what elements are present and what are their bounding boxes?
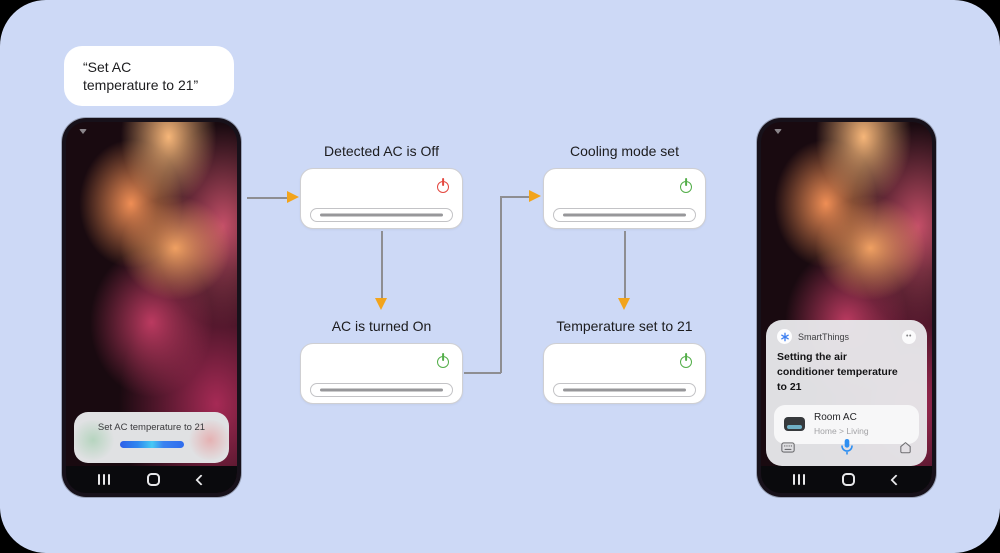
smartthings-logo-icon xyxy=(777,329,792,344)
power-icon xyxy=(436,353,450,368)
assistant-wave-indicator xyxy=(119,441,184,448)
back-icon[interactable] xyxy=(890,473,902,486)
phone-left-screen: Set AC temperature to 21 xyxy=(66,122,237,493)
ac-vent xyxy=(553,208,696,222)
smartthings-panel: SmartThings •• Setting the air condition… xyxy=(766,320,927,466)
power-icon xyxy=(436,178,450,193)
arrow-line-step3-to-step4 xyxy=(624,231,626,299)
flow-step-2 xyxy=(300,343,463,404)
home-icon[interactable] xyxy=(146,473,160,486)
more-icon[interactable]: •• xyxy=(902,329,916,344)
assistant-listening-card: Set AC temperature to 21 xyxy=(74,412,229,463)
flow-step-3 xyxy=(543,168,706,229)
flow-label-4: Temperature set to 21 xyxy=(556,318,693,334)
back-icon[interactable] xyxy=(195,473,207,486)
assistant-glow-left xyxy=(74,420,116,460)
arrow-line-phone-to-step1 xyxy=(247,197,288,199)
assistant-command-text: Set AC temperature to 21 xyxy=(97,422,206,433)
recents-icon[interactable] xyxy=(98,474,110,485)
house-icon[interactable] xyxy=(898,440,913,455)
flow-step-4 xyxy=(543,343,706,404)
connector-step3-h xyxy=(500,196,530,198)
wifi-icon xyxy=(774,129,782,134)
arrowhead-step1 xyxy=(287,191,299,203)
assistant-glow-right xyxy=(187,420,229,460)
voice-command-line1: “Set AC xyxy=(83,59,132,75)
voice-command-line2: temperature to 21” xyxy=(83,77,199,94)
keyboard-icon[interactable] xyxy=(780,441,796,454)
device-location: Home > Living xyxy=(814,425,869,436)
arrowhead-step2 xyxy=(375,298,387,310)
smartthings-status-text: Setting the air conditioner temperature … xyxy=(777,351,898,394)
phone-right-screen: SmartThings •• Setting the air condition… xyxy=(761,122,932,493)
phone-left: Set AC temperature to 21 xyxy=(62,118,241,497)
device-name: Room AC xyxy=(814,412,857,424)
power-icon xyxy=(679,178,693,193)
arrowhead-step4 xyxy=(618,298,630,310)
flow-step-1 xyxy=(300,168,463,229)
power-icon xyxy=(679,353,693,368)
arrow-line-step1-to-step2 xyxy=(381,231,383,299)
phone-right: SmartThings •• Setting the air condition… xyxy=(757,118,936,497)
ac-device-icon xyxy=(784,417,805,432)
flow-label-3: Cooling mode set xyxy=(570,143,679,159)
arrowhead-step3 xyxy=(529,190,541,202)
connector-step2-h xyxy=(464,372,501,374)
mic-icon[interactable] xyxy=(839,437,855,457)
smartthings-app-name: SmartThings xyxy=(798,331,850,342)
connector-step2-v xyxy=(500,196,502,373)
ac-vent xyxy=(310,208,453,222)
ac-vent xyxy=(310,383,453,397)
device-card-room-ac[interactable]: Room AC Home > Living xyxy=(774,404,919,444)
wifi-icon xyxy=(79,129,87,134)
smartthings-header: SmartThings •• xyxy=(766,320,927,349)
assistant-toolbar xyxy=(766,433,927,461)
voice-command-bubble: “Set AC temperature to 21” xyxy=(64,46,234,106)
flow-label-1: Detected AC is Off xyxy=(324,143,439,159)
recents-icon[interactable] xyxy=(793,474,805,485)
home-icon[interactable] xyxy=(841,473,855,486)
nav-bar-left xyxy=(66,466,237,493)
ac-vent xyxy=(553,383,696,397)
flow-label-2: AC is turned On xyxy=(331,318,432,334)
nav-bar-right xyxy=(761,466,932,493)
